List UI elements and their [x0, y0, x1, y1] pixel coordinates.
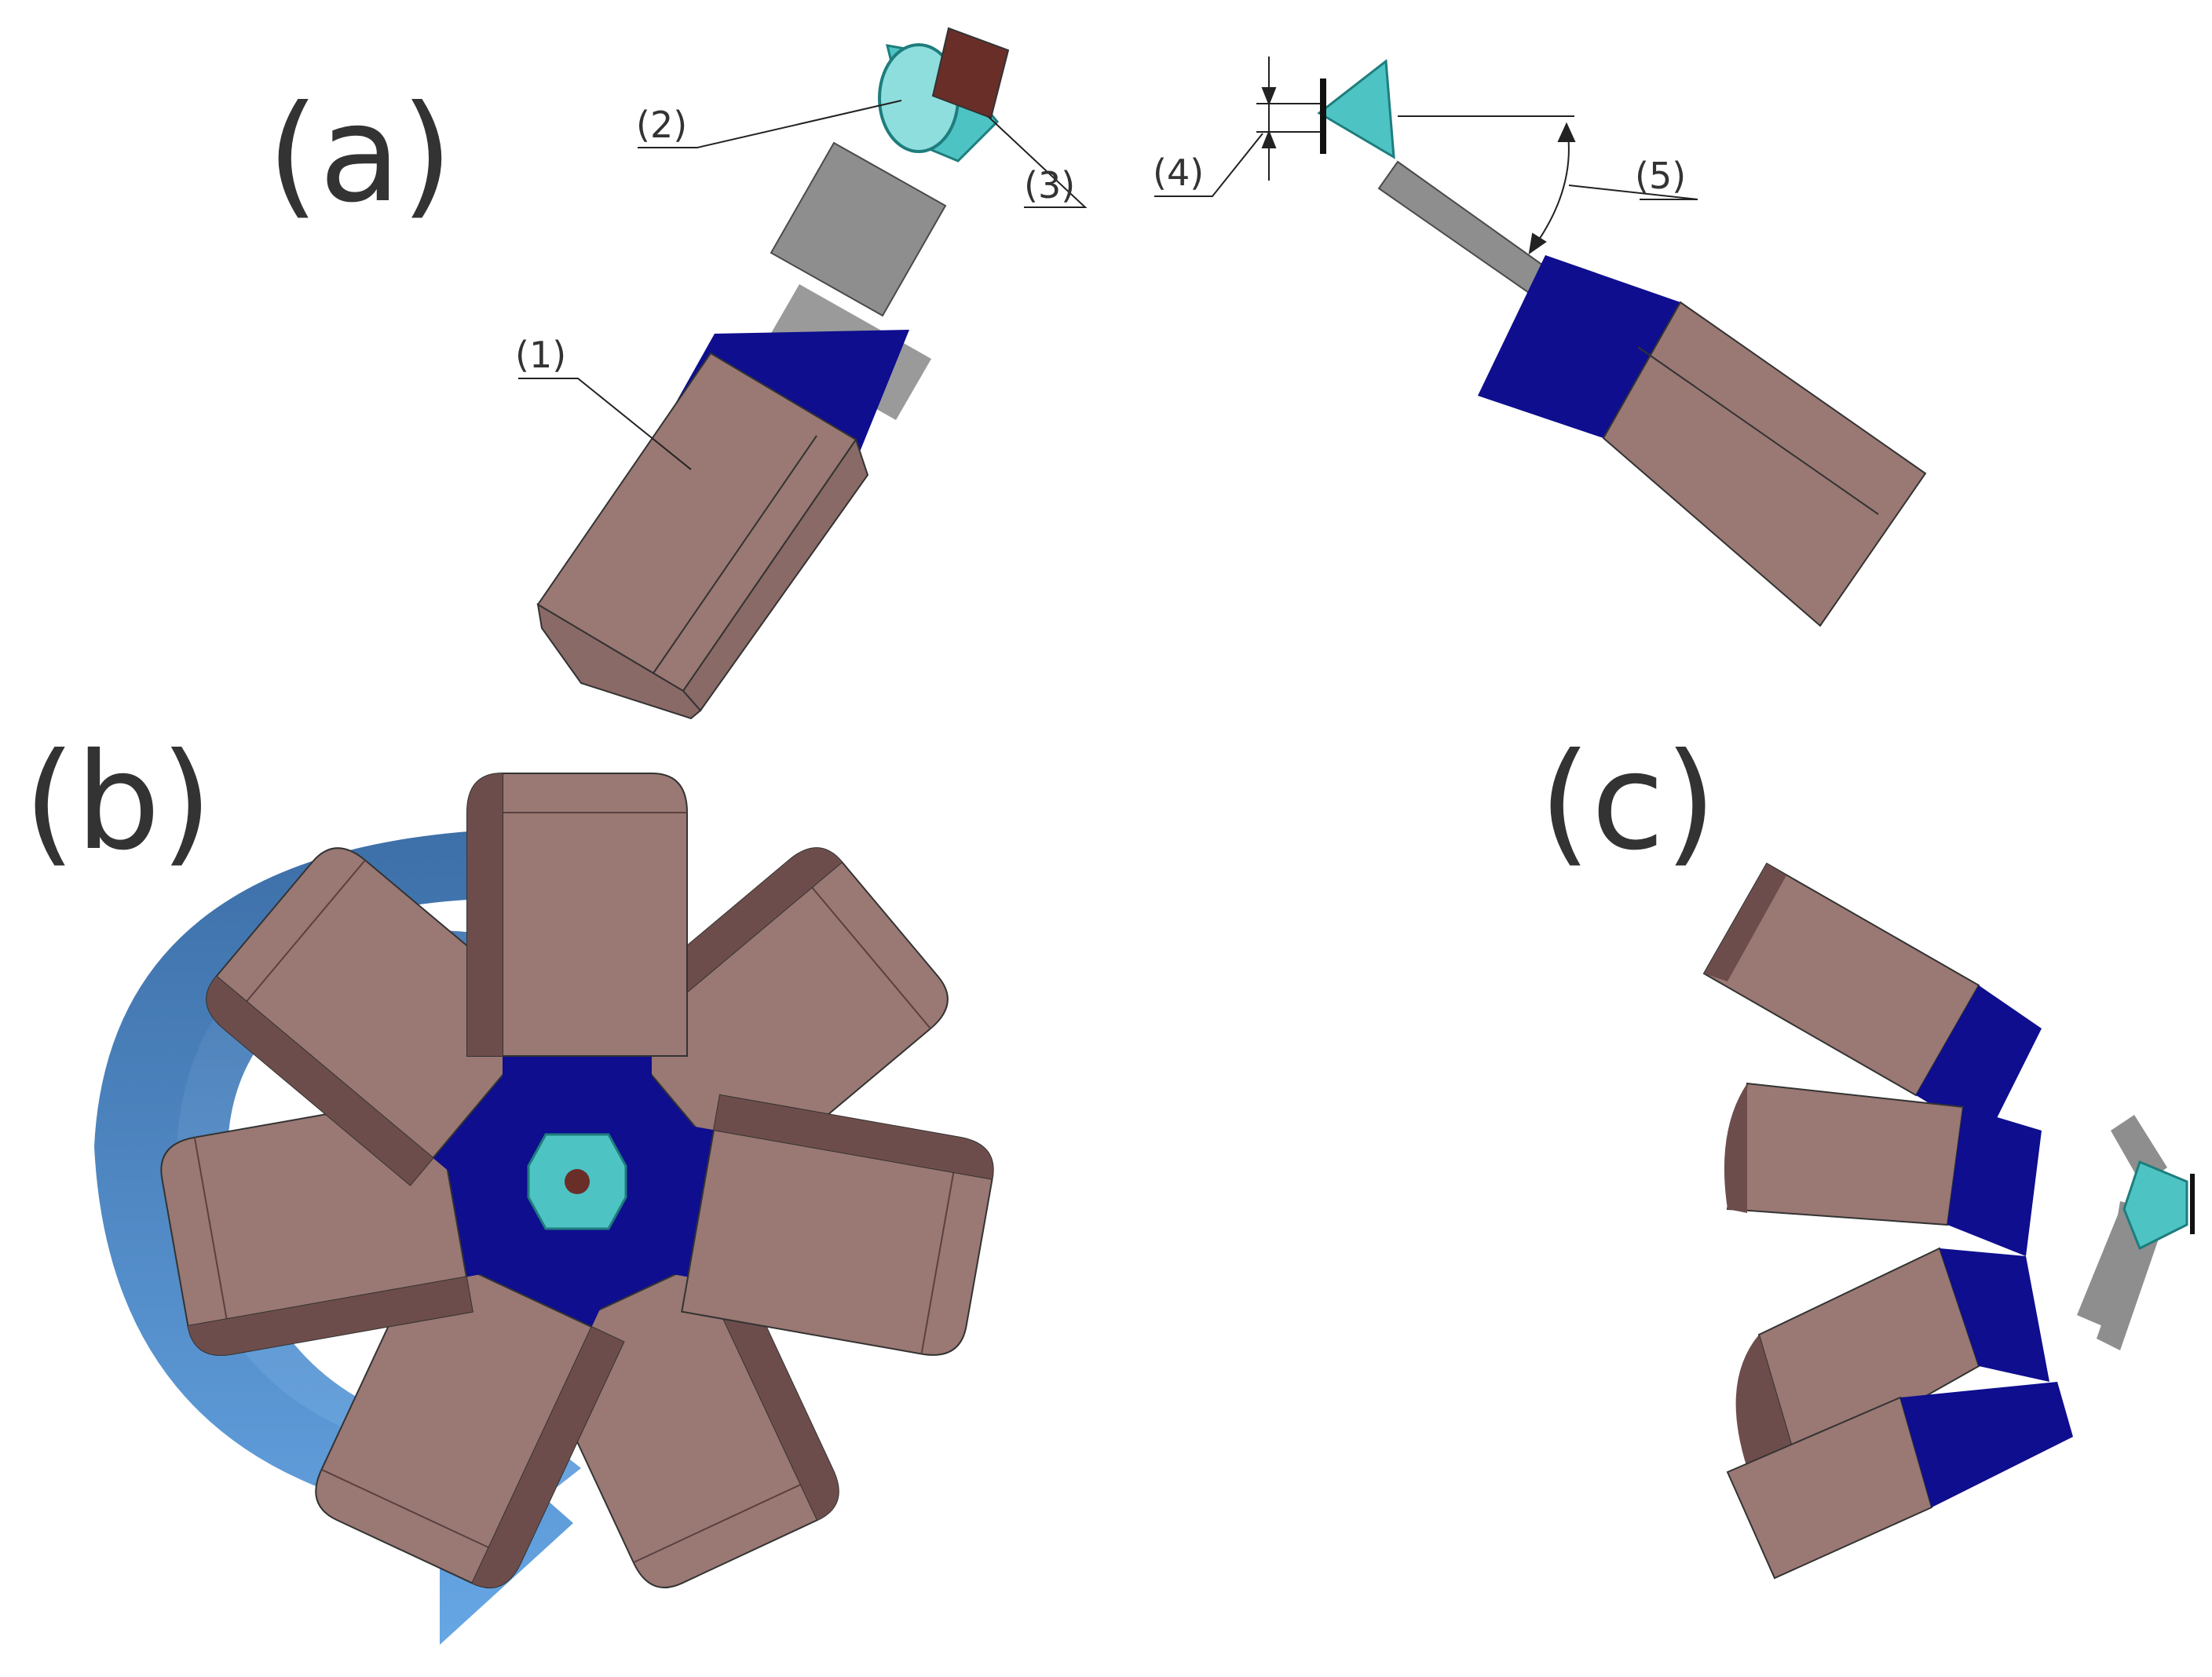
callout-5: (5): [1635, 155, 1686, 197]
sensor-chip: [931, 27, 1010, 119]
panel-label-b: (b): [24, 725, 213, 880]
callout-leaders: [518, 100, 1698, 470]
sensor-side-view: [1702, 862, 2195, 1580]
callout-4: (4): [1153, 152, 1204, 194]
callout-1: (1): [515, 334, 566, 376]
sensor-assembly-left: [536, 141, 947, 720]
callout-3: (3): [1024, 164, 1075, 206]
dimension-marker-4: [1256, 57, 1321, 181]
callout-2: (2): [636, 104, 687, 146]
panel-label-a: (a): [267, 77, 453, 232]
panel-label-c: (c): [1539, 725, 1717, 880]
angle-marker-5: [1398, 115, 1576, 255]
sensor-assembly-right: [1317, 59, 1927, 627]
sensor-ring: [155, 773, 1000, 1599]
